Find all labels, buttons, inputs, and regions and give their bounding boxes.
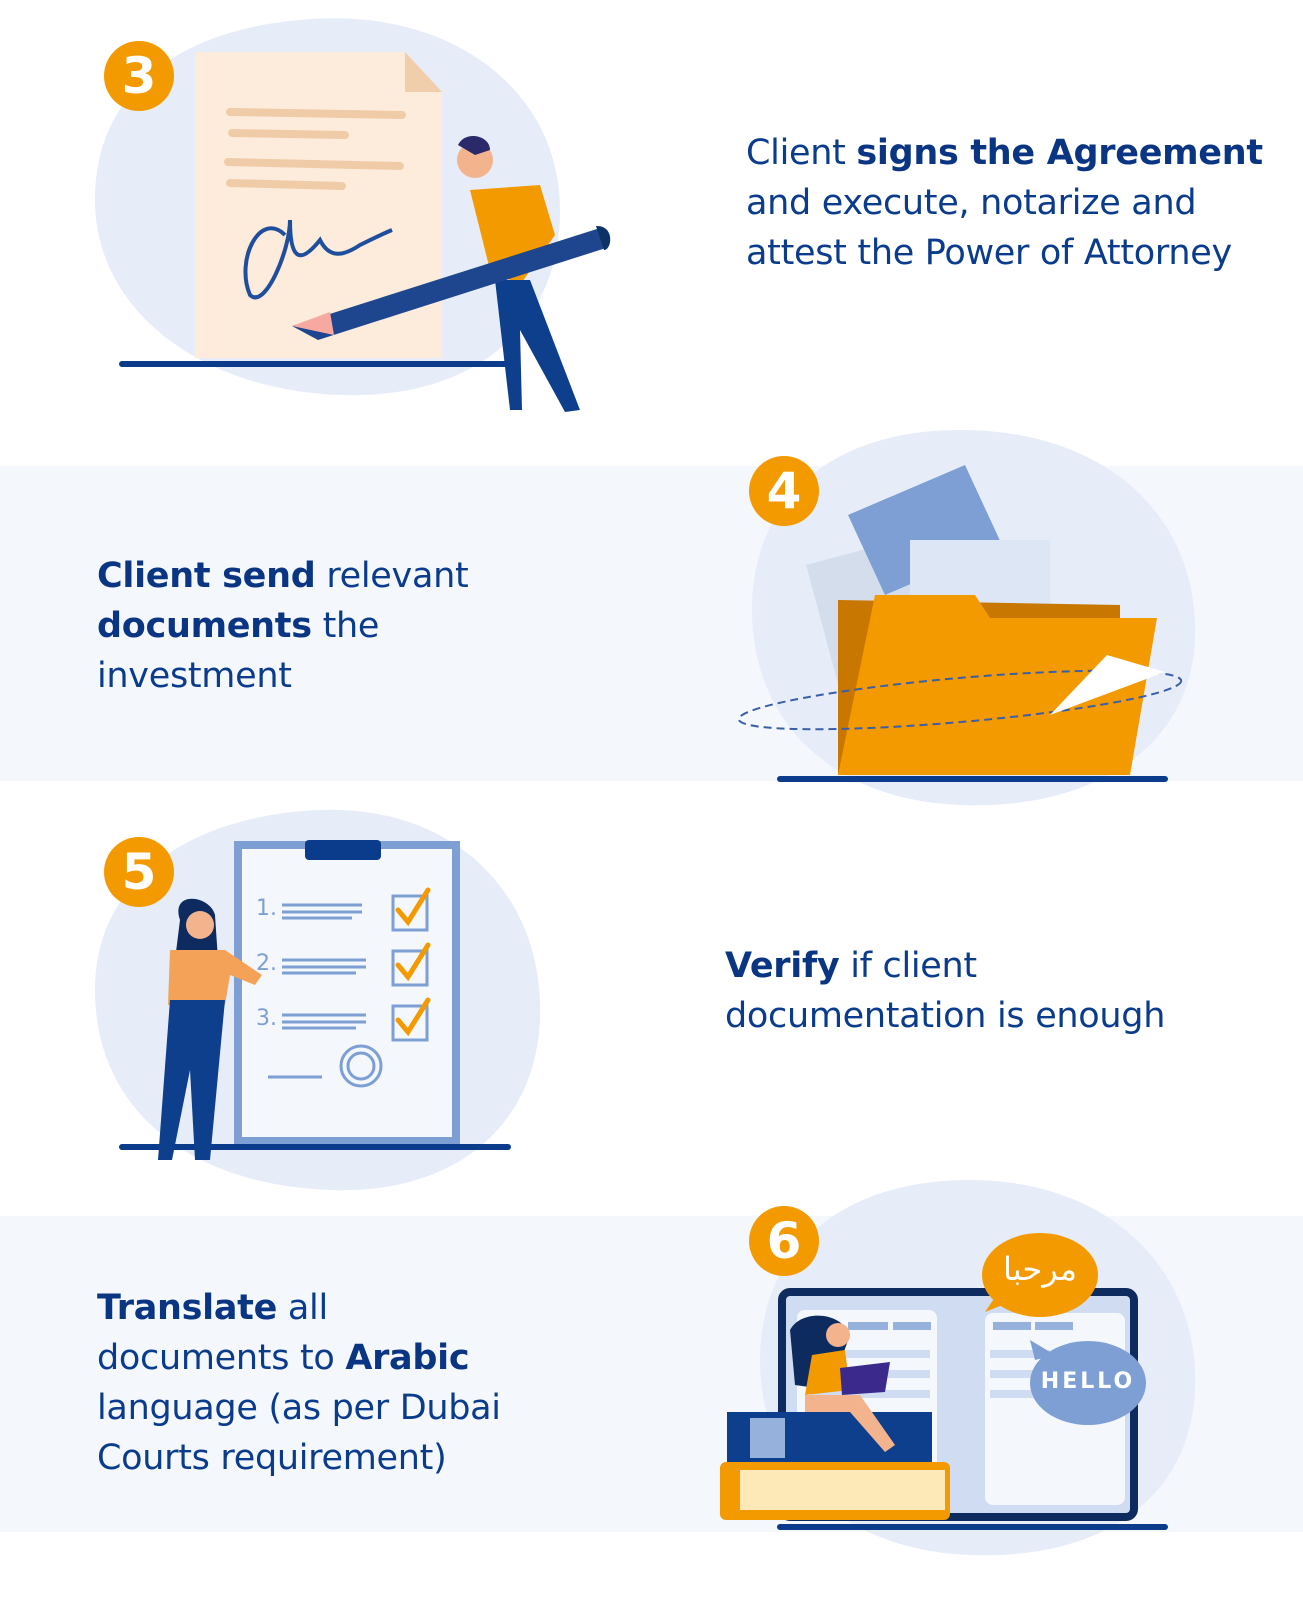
text: if client documentation is enough <box>725 946 1166 1036</box>
step-6-description: Translate all documents to Arabic langua… <box>97 1283 527 1483</box>
step-3-description: Client signs the Agreement and execute, … <box>746 128 1286 278</box>
text: Client <box>746 133 857 173</box>
step-number-badge: 6 <box>749 1206 819 1276</box>
step-5-description: Verify if client documentation is enough <box>725 941 1245 1041</box>
arabic-speech-bubble: مرحبا <box>1003 1250 1077 1288</box>
step-number-badge: 3 <box>104 41 174 111</box>
text-bold: Verify <box>725 946 840 986</box>
text-bold: documents <box>97 606 312 646</box>
text: all documents to <box>97 1288 346 1378</box>
text-bold: Translate <box>97 1288 278 1328</box>
step-number-badge: 5 <box>104 837 174 907</box>
checklist-item-number: 2. <box>256 951 277 976</box>
text: relevant <box>315 556 469 596</box>
text: language (as per Dubai Courts requiremen… <box>97 1388 501 1478</box>
text-bold: Client send <box>97 556 316 596</box>
hello-speech-bubble: HELLO <box>1040 1369 1136 1394</box>
checklist-item-number: 1. <box>256 896 277 921</box>
text-bold: Arabic <box>345 1338 470 1378</box>
step-4-description: Client send relevant documents the inves… <box>97 551 577 701</box>
checklist-item-number: 3. <box>256 1006 277 1031</box>
text: and execute, notarize and attest the Pow… <box>746 183 1232 273</box>
text: the investment <box>97 606 380 696</box>
text-bold: signs the Agreement <box>856 133 1263 173</box>
step-number-badge: 4 <box>749 456 819 526</box>
